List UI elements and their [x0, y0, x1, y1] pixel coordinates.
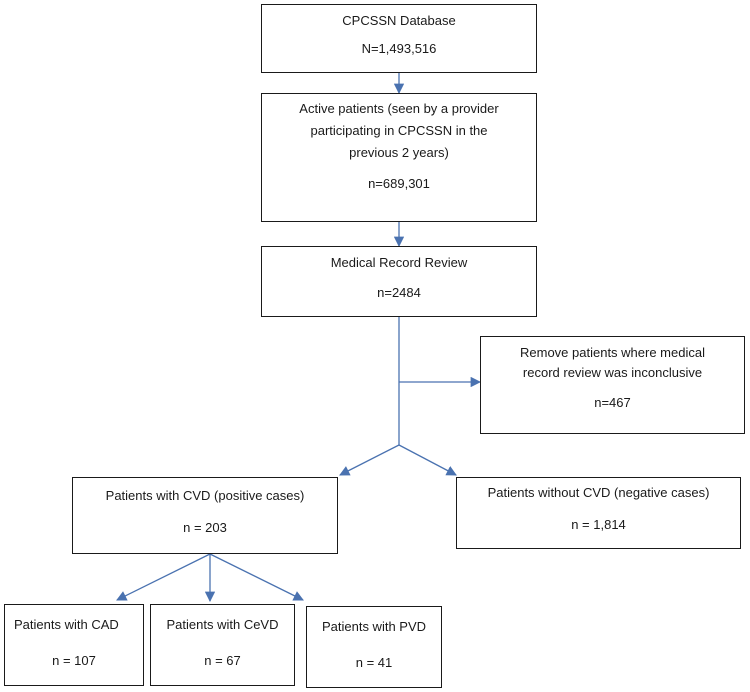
cevd-count: n = 67	[204, 653, 241, 668]
pvd-box: Patients with PVD n = 41	[306, 606, 442, 688]
active-count: n=689,301	[368, 176, 430, 191]
no-cvd-count: n = 1,814	[571, 517, 626, 532]
active-title-line-2: participating in CPCSSN in the	[310, 123, 488, 138]
review-count: n=2484	[377, 285, 421, 300]
pvd-title: Patients with PVD	[321, 619, 427, 634]
cevd-box: Patients with CeVD n = 67	[150, 604, 295, 686]
review-title: Medical Record Review	[330, 255, 468, 270]
active-title-line-1: Active patients (seen by a provider	[299, 101, 499, 116]
database-count: N=1,493,516	[361, 41, 437, 56]
cvd-negative-box: Patients without CVD (negative cases) n …	[456, 477, 741, 549]
cpcssn-database-box: CPCSSN Database N=1,493,516	[261, 4, 537, 73]
active-patients-box: Active patients (seen by a provider part…	[261, 93, 537, 222]
no-cvd-title: Patients without CVD (negative cases)	[487, 485, 710, 500]
arrow-to-pvd	[209, 553, 304, 601]
pvd-count: n = 41	[355, 655, 393, 670]
cvd-positive-box: Patients with CVD (positive cases) n = 2…	[72, 477, 338, 554]
arrow-to-no-cvd	[398, 444, 457, 476]
arrow-to-cvd	[339, 444, 400, 476]
database-title: CPCSSN Database	[342, 13, 456, 28]
arrow-to-cad	[116, 553, 211, 601]
removed-title-line-1: Remove patients where medical	[520, 345, 705, 360]
cevd-title: Patients with CeVD	[166, 617, 279, 632]
cad-title: Patients with CAD	[14, 617, 119, 632]
cvd-title: Patients with CVD (positive cases)	[105, 488, 305, 503]
removed-count: n=467	[594, 395, 631, 410]
cvd-count: n = 203	[183, 520, 227, 535]
active-title-line-3: previous 2 years)	[349, 145, 449, 160]
removed-inconclusive-box: Remove patients where medical record rev…	[480, 336, 745, 434]
cad-box: Patients with CAD n = 107	[4, 604, 144, 686]
cad-count: n = 107	[52, 653, 96, 668]
medical-record-review-box: Medical Record Review n=2484	[261, 246, 537, 317]
removed-title-line-2: record review was inconclusive	[522, 365, 703, 380]
